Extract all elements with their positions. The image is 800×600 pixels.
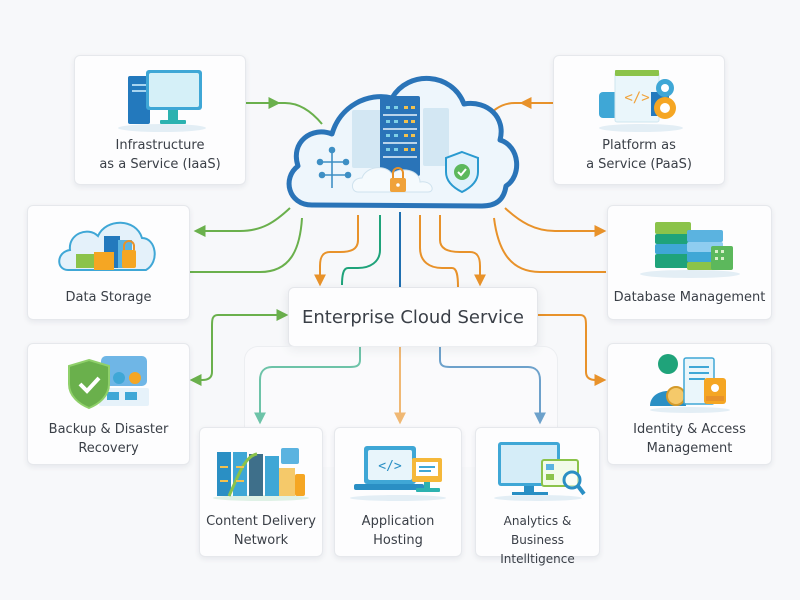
card-backup[interactable]: Backup & Disaster Recovery bbox=[27, 343, 190, 465]
server-racks-icon bbox=[213, 448, 309, 501]
card-iaas-label: Infrastructure as a Service (IaaS) bbox=[99, 138, 221, 172]
connector-storage-1 bbox=[193, 207, 291, 237]
card-iam[interactable]: Identity & Access Management bbox=[607, 343, 772, 465]
computer-server-icon bbox=[118, 70, 206, 132]
center-title: Enterprise Cloud Service bbox=[302, 306, 524, 328]
code-window-gears-icon: </> bbox=[599, 70, 683, 132]
connector-center-1 bbox=[314, 215, 359, 287]
database-stack-icon bbox=[639, 222, 740, 278]
card-paas[interactable]: </> Platform as a Service (PaaS) bbox=[553, 55, 725, 185]
connector-analytics bbox=[439, 347, 546, 425]
connector-db-2 bbox=[493, 217, 606, 273]
connector-center-2 bbox=[341, 215, 381, 286]
connector-db-1 bbox=[504, 207, 607, 237]
shield-check-icon bbox=[67, 356, 149, 410]
connector-iam bbox=[538, 314, 607, 386]
card-database[interactable]: Database Management bbox=[607, 205, 772, 320]
connector-backup bbox=[189, 309, 289, 386]
card-analytics[interactable]: Analytics & Business Intelltigence bbox=[475, 427, 600, 566]
connector-iaas bbox=[246, 102, 323, 125]
center-title-box: Enterprise Cloud Service bbox=[288, 287, 538, 347]
connector-storage-2 bbox=[190, 217, 303, 273]
svg-text:</>: </> bbox=[624, 90, 649, 106]
card-hosting[interactable]: </> Application Hosting bbox=[334, 427, 462, 557]
card-backup-label: Backup & Disaster Recovery bbox=[48, 422, 169, 456]
connector-center-4 bbox=[419, 215, 459, 288]
monitor-magnifier-icon bbox=[493, 442, 586, 501]
connector-cdn bbox=[254, 347, 361, 425]
card-hosting-label: Application Hosting bbox=[361, 514, 435, 548]
user-badge-icon bbox=[649, 354, 730, 413]
connector-center-5 bbox=[439, 215, 486, 287]
cloud-storage-icon bbox=[57, 221, 156, 271]
card-paas-label: Platform as a Service (PaaS) bbox=[586, 138, 692, 172]
card-cdn-label: Content Delivery Network bbox=[206, 514, 316, 548]
card-database-label: Database Management bbox=[613, 290, 766, 305]
laptop-code-icon: </> bbox=[350, 446, 446, 501]
card-storage-label: Data Storage bbox=[65, 290, 152, 305]
card-cdn[interactable]: Content Delivery Network bbox=[199, 427, 323, 557]
card-storage[interactable]: Data Storage bbox=[27, 205, 190, 320]
card-iaas[interactable]: Infrastructure as a Service (IaaS) bbox=[74, 55, 246, 185]
card-analytics-label: Analytics & Business Intelltigence bbox=[500, 514, 575, 566]
cloud-hub-icon bbox=[286, 75, 520, 209]
svg-text:</>: </> bbox=[378, 459, 402, 474]
card-iam-label: Identity & Access Management bbox=[633, 422, 746, 456]
